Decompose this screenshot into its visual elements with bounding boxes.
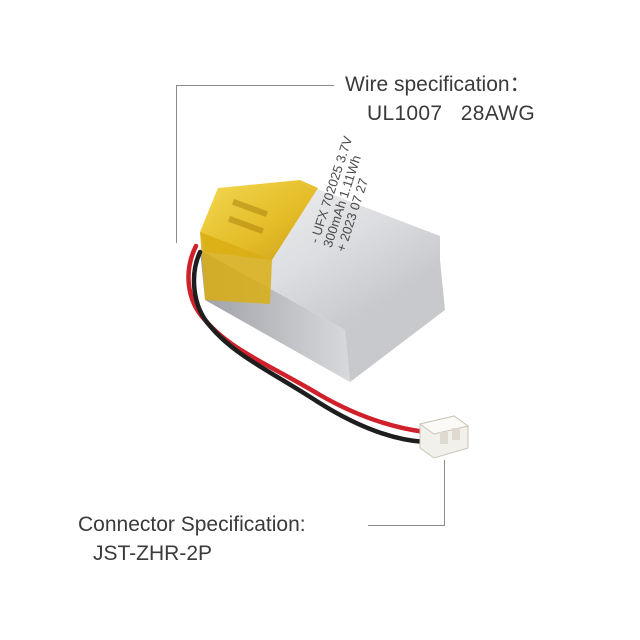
wire-leader-horizontal bbox=[176, 85, 334, 86]
connector bbox=[418, 415, 470, 459]
wire-spec-title: Wire specification： bbox=[345, 73, 531, 96]
battery-cell bbox=[200, 180, 445, 382]
connector-spec-title: Connector Specification: bbox=[78, 513, 306, 536]
wire-spec-value: UL1007 28AWG bbox=[367, 102, 536, 125]
wire-leader-vertical bbox=[176, 85, 177, 243]
connector-leader-vertical bbox=[444, 460, 445, 525]
connector-spec-value: JST-ZHR-2P bbox=[93, 542, 213, 565]
connector-leader-horizontal bbox=[368, 525, 445, 526]
battery-wires bbox=[186, 243, 428, 445]
